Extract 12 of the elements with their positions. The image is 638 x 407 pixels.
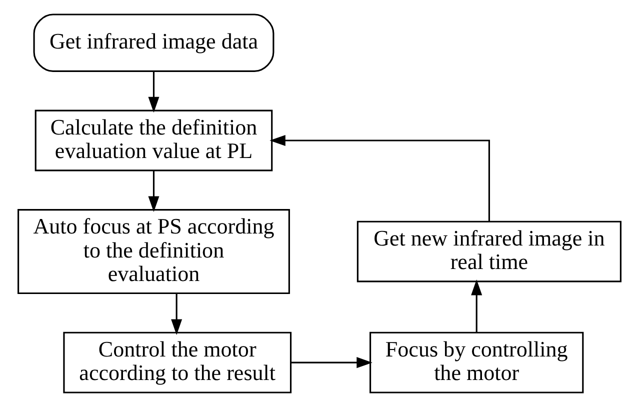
node-box: Get new infrared image in real time — [356, 220, 621, 282]
arrow — [470, 279, 482, 332]
node-box: Auto focus at PS according to the definition evaluation — [17, 209, 290, 294]
arrow — [148, 170, 159, 212]
arrow — [170, 294, 182, 336]
node-box: Control the motor according to the result — [62, 332, 292, 394]
arrow — [269, 134, 490, 222]
node-box: Focus by controlling the motor — [369, 332, 584, 394]
node-box: Get infrared image data — [32, 14, 274, 72]
arrow — [148, 72, 159, 113]
node-box: Calculate the definition evaluation value at PL — [34, 110, 272, 172]
arrow — [290, 357, 372, 368]
